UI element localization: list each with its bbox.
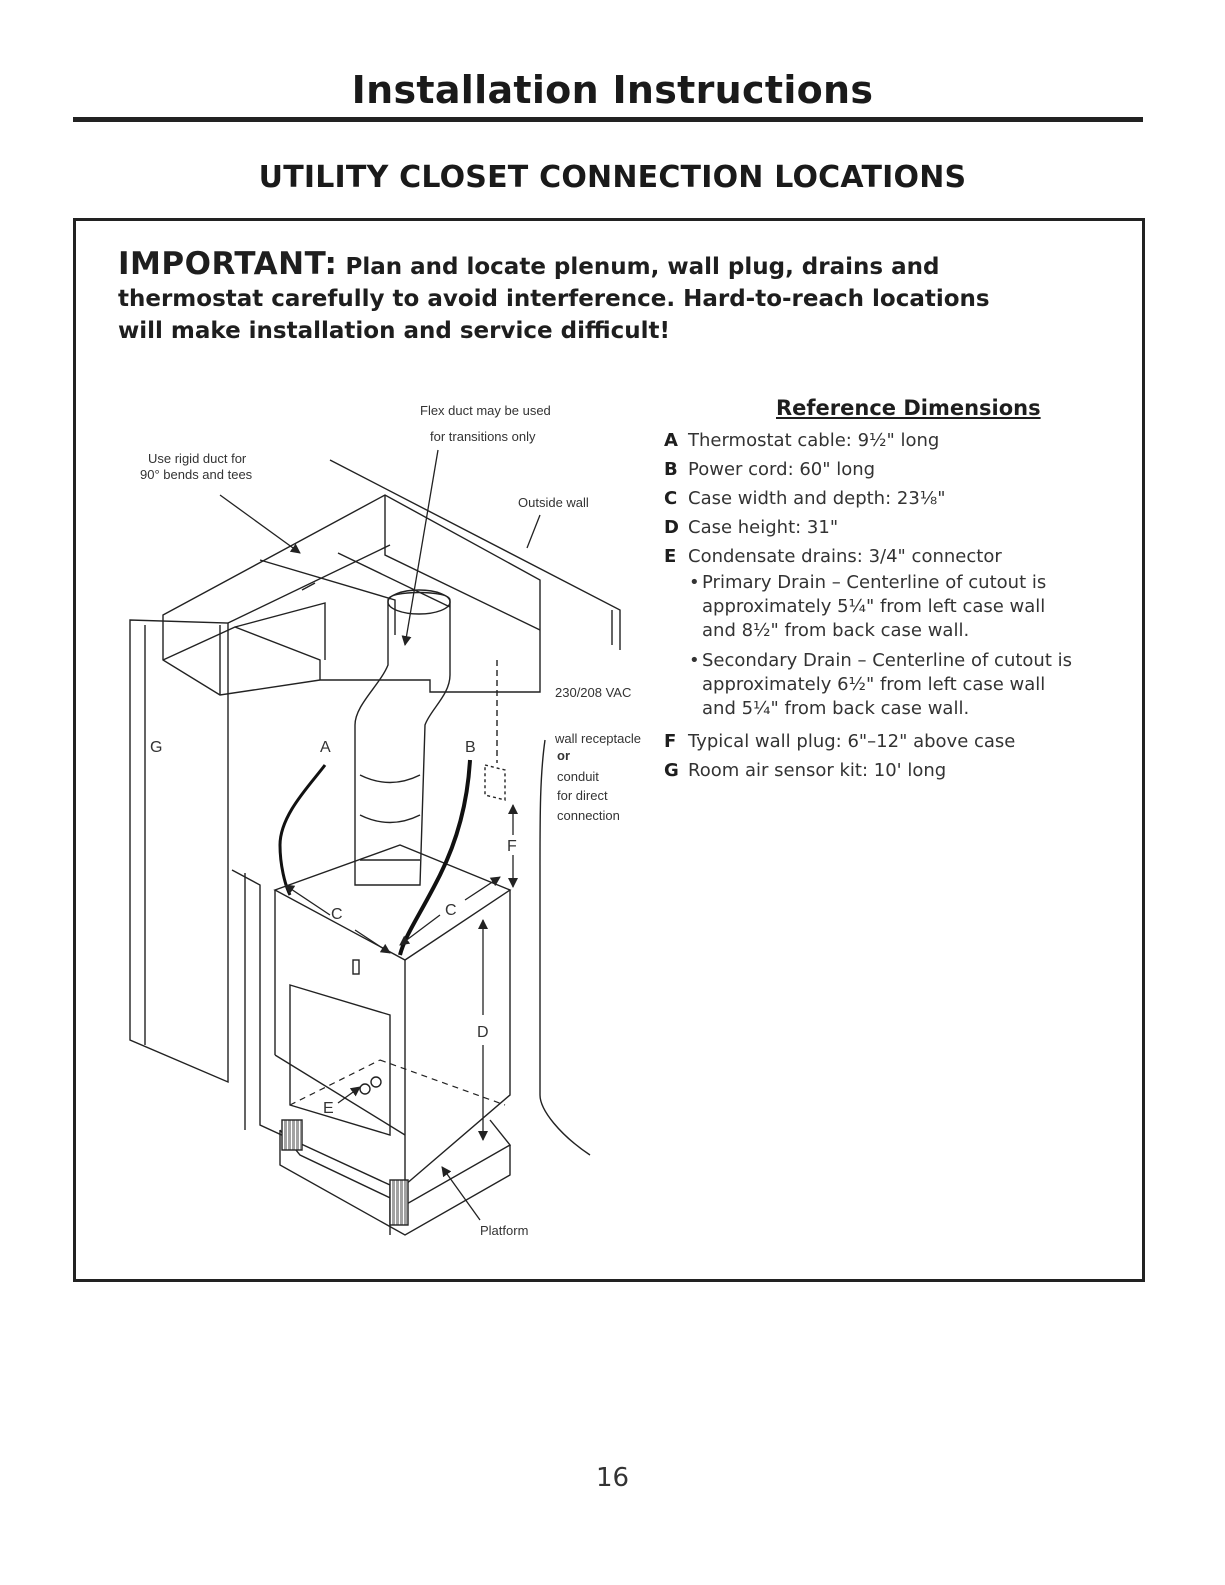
receptacle-label-4: conduit bbox=[557, 769, 599, 784]
ref-item-a: A Thermostat cable: 9½" long bbox=[664, 430, 940, 451]
important-lead: IMPORTANT: bbox=[118, 246, 338, 282]
ref-sub-primary-drain: • Primary Drain – Centerline of cutout i… bbox=[689, 572, 1047, 641]
flex-duct-label-1: Flex duct may be used bbox=[420, 403, 551, 418]
label-d: D bbox=[477, 1024, 489, 1041]
receptacle-label-5: for direct bbox=[557, 788, 608, 803]
label-e: E bbox=[323, 1100, 334, 1117]
ref-item-g: G Room air sensor kit: 10' long bbox=[664, 760, 947, 781]
label-b: B bbox=[465, 739, 476, 756]
label-c-right: C bbox=[445, 902, 457, 919]
reference-list: A Thermostat cable: 9½" long B Power cor… bbox=[664, 426, 1134, 785]
platform-label: Platform bbox=[480, 1223, 528, 1238]
receptacle-label-3: or bbox=[557, 748, 570, 763]
page-number: 16 bbox=[595, 1463, 630, 1493]
utility-closet-diagram: Use rigid duct for 90° bends and tees Fl… bbox=[129, 403, 641, 1238]
reference-heading: Reference Dimensions bbox=[776, 396, 1041, 420]
plenum bbox=[162, 494, 541, 696]
rigid-duct-label-1: Use rigid duct for bbox=[148, 451, 247, 466]
label-g: G bbox=[150, 739, 162, 756]
flex-duct bbox=[354, 591, 451, 886]
flex-duct-label-2: for transitions only bbox=[430, 429, 536, 444]
outside-wall bbox=[329, 459, 621, 650]
important-text: Plan and locate plenum, wall plug, drain… bbox=[118, 254, 990, 344]
power-cord bbox=[398, 759, 472, 956]
ref-item-c: C Case width and depth: 23⅛" bbox=[664, 488, 946, 509]
outside-wall-label: Outside wall bbox=[518, 495, 589, 510]
label-a: A bbox=[320, 739, 331, 756]
back-wall bbox=[227, 544, 391, 624]
receptacle-label-2: wall receptacle bbox=[554, 731, 641, 746]
ref-item-e: E Condensate drains: 3/4" connector bbox=[664, 546, 1002, 567]
receptacle-label-1: 230/208 VAC bbox=[555, 685, 631, 700]
left-wall bbox=[129, 619, 229, 1084]
ref-item-b: B Power cord: 60" long bbox=[664, 459, 876, 480]
thermostat-cable bbox=[278, 764, 327, 896]
ref-item-f: F Typical wall plug: 6"–12" above case bbox=[664, 731, 1016, 752]
important-notice: IMPORTANT: Plan and locate plenum, wall … bbox=[118, 248, 1018, 347]
content-frame bbox=[73, 218, 1145, 1282]
page-header: Installation Instructions bbox=[351, 68, 874, 112]
ref-item-d: D Case height: 31" bbox=[664, 517, 839, 538]
ref-sub-secondary-drain: • Secondary Drain – Centerline of cutout… bbox=[689, 650, 1072, 719]
label-f: F bbox=[507, 838, 517, 855]
header-rule bbox=[73, 117, 1143, 122]
label-c-left: C bbox=[331, 906, 343, 923]
section-title: UTILITY CLOSET CONNECTION LOCATIONS bbox=[258, 160, 967, 195]
receptacle-label-6: connection bbox=[557, 808, 620, 823]
rigid-duct-label-2: 90° bends and tees bbox=[140, 467, 253, 482]
wall-receptacle bbox=[484, 764, 506, 801]
